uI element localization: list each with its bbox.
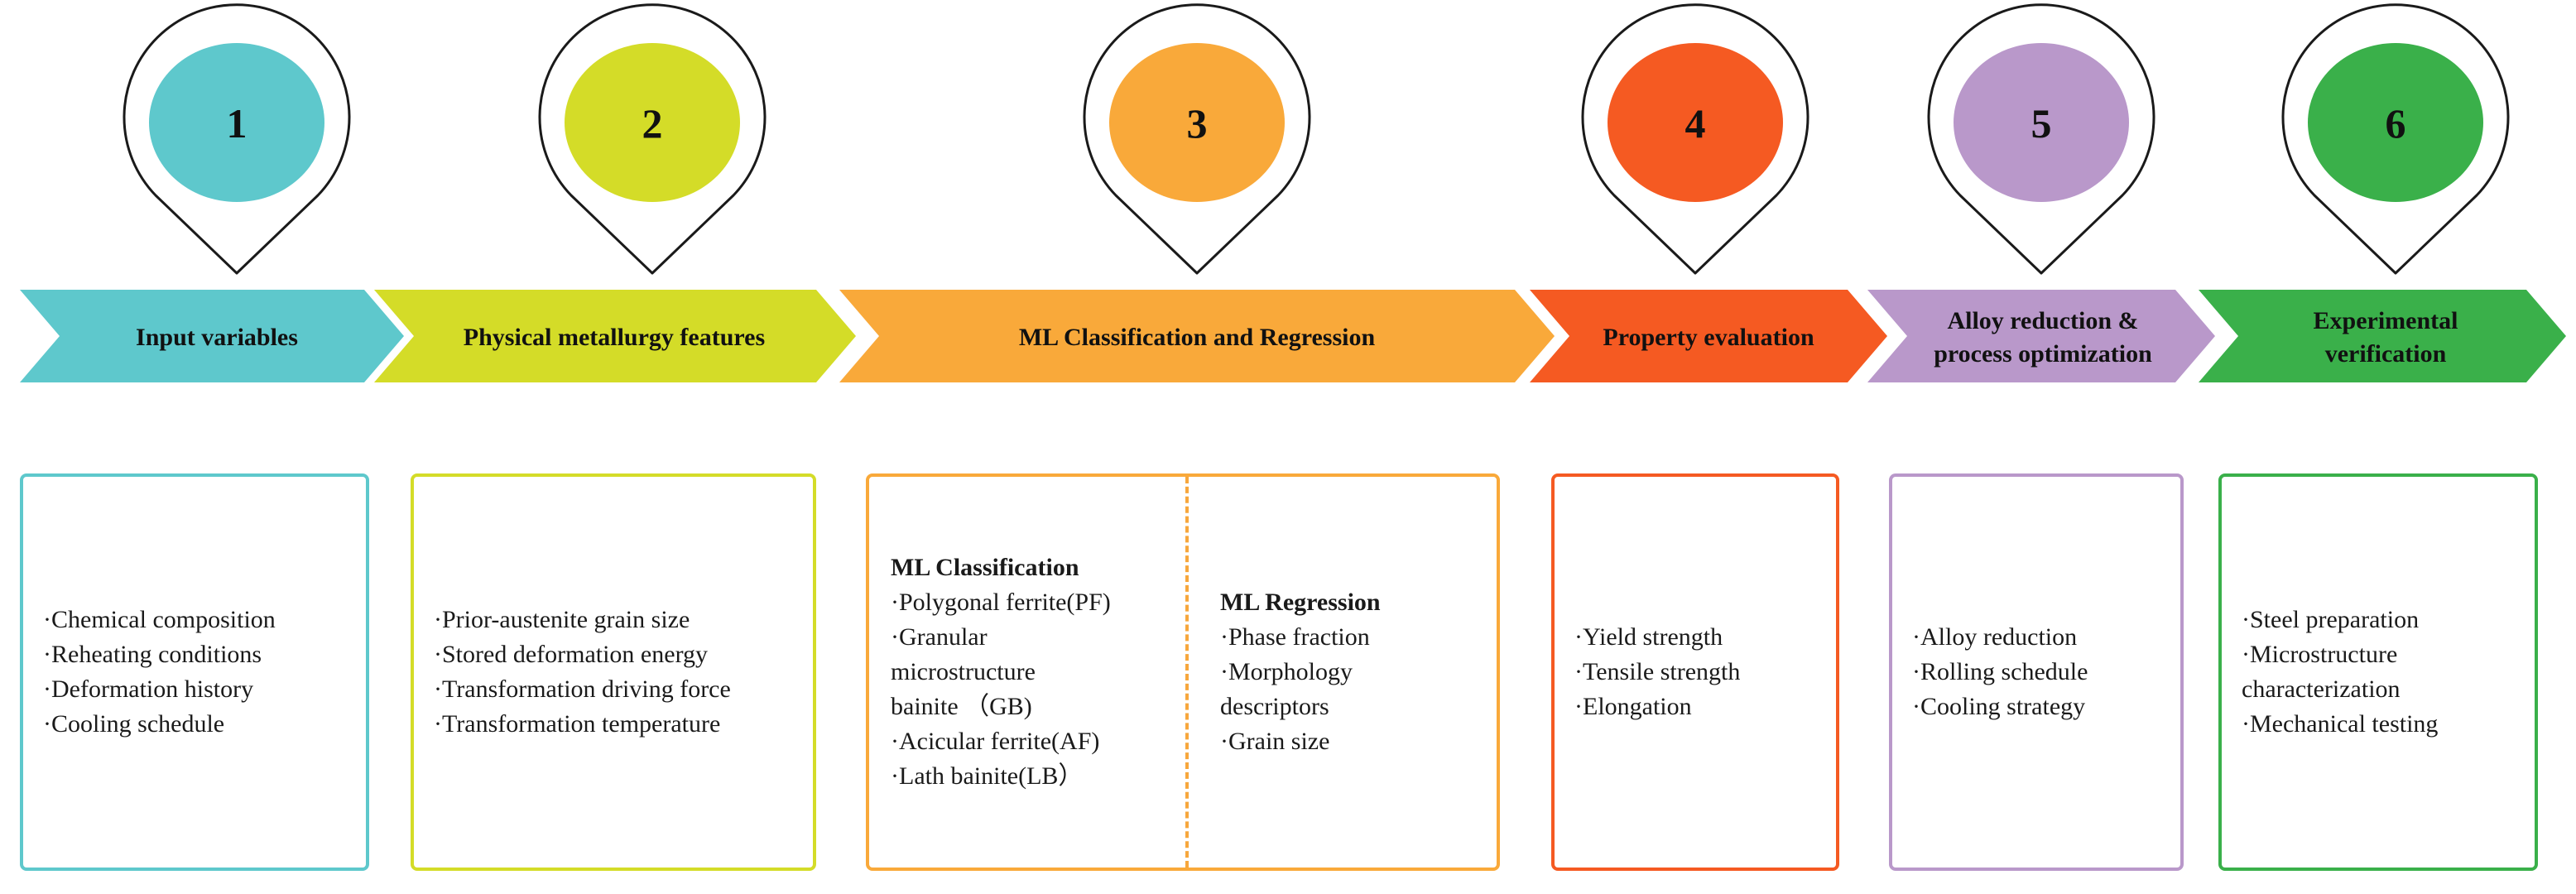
stage-1-box: ·Chemical composition ·Reheating conditi…: [20, 473, 369, 871]
regression-item: ·Grain size: [1220, 728, 1330, 755]
stage-5-item: ·Alloy reduction: [1912, 623, 2078, 651]
ml-regression-column: ML Regression ·Phase fraction ·Morpholog…: [1220, 477, 1485, 868]
stage-6-arrow: [2199, 290, 2566, 382]
stage-1-item: ·Chemical composition: [43, 606, 276, 633]
stage-4-item: ·Tensile strength: [1574, 658, 1741, 685]
classification-item: ·Polygonal ferrite(PF): [891, 589, 1111, 616]
classification-item: microstructure: [891, 658, 1036, 685]
stage-4-arrow-label: Property evaluation: [1603, 324, 1814, 351]
stage-3-number: 3: [1187, 100, 1208, 147]
stage-6-arrow-label: verification: [2325, 340, 2447, 368]
stage-2-item: ·Prior-austenite grain size: [434, 606, 690, 633]
stage-1-number: 1: [227, 100, 248, 147]
ml-classification-column: ML Classification ·Polygonal ferrite(PF)…: [891, 477, 1189, 868]
stage-5-item: ·Cooling strategy: [1912, 693, 2086, 720]
stage-2-arrow-label: Physical metallurgy features: [464, 324, 765, 351]
stage-5-item: ·Rolling schedule: [1912, 658, 2088, 685]
stage-2-number-circle: [565, 43, 740, 202]
dashed-divider: [1185, 477, 1189, 868]
ml-regression-title: ML Regression: [1220, 589, 1381, 616]
classification-item: bainite （GB): [891, 693, 1032, 720]
stage-5-list: ·Alloy reduction ·Rolling schedule ·Cool…: [1912, 477, 2169, 868]
stage-4-item: ·Elongation: [1574, 693, 1692, 720]
stage-6-number: 6: [2386, 100, 2406, 147]
stage-4-item: ·Yield strength: [1574, 623, 1723, 651]
stage-2-item: ·Transformation temperature: [434, 710, 721, 738]
stage-6-list: ·Steel preparation ·Microstructure chara…: [2242, 477, 2523, 868]
stage-6-item: ·Microstructure characterization: [2242, 641, 2401, 703]
stage-6-arrow-label: Experimental: [2314, 307, 2458, 334]
stage-2-arrow: [374, 290, 856, 382]
stage-1-list: ·Chemical composition ·Reheating conditi…: [43, 477, 354, 868]
stage-4-arrow: [1530, 290, 1887, 382]
regression-item: ·Phase fraction: [1220, 623, 1370, 651]
stage-3-arrow: [839, 290, 1555, 382]
stage-5-arrow: [1867, 290, 2215, 382]
stage-6-item: ·Steel preparation: [2242, 606, 2420, 633]
ml-classification-title: ML Classification: [891, 554, 1079, 581]
stage-1-item: ·Deformation history: [43, 675, 254, 703]
stage-1-arrow-label: Input variables: [136, 324, 298, 351]
stage-3-number-circle: [1109, 43, 1285, 202]
stage-6-box: ·Steel preparation ·Microstructure chara…: [2218, 473, 2538, 871]
stage-1-number-circle: [149, 43, 324, 202]
stage-1-item: ·Reheating conditions: [43, 641, 262, 668]
stage-2-box: ·Prior-austenite grain size ·Stored defo…: [411, 473, 816, 871]
stage-3-arrow-label: ML Classification and Regression: [1019, 324, 1376, 351]
stage-6-item: ·Mechanical testing: [2242, 710, 2439, 738]
stage-5-box: ·Alloy reduction ·Rolling schedule ·Cool…: [1889, 473, 2184, 871]
stage-4-box: ·Yield strength ·Tensile strength ·Elong…: [1551, 473, 1839, 871]
classification-item: ·Lath bainite(LB）: [891, 762, 1084, 790]
stage-2-item: ·Transformation driving force: [434, 675, 731, 703]
stage-5-arrow-label: process optimization: [1934, 340, 2152, 368]
stage-1-item: ·Cooling schedule: [43, 710, 225, 738]
stage-5-number: 5: [2031, 100, 2052, 147]
stage-6-number-circle: [2308, 43, 2483, 202]
stage-4-list: ·Yield strength ·Tensile strength ·Elong…: [1574, 477, 1824, 868]
regression-item: ·Morphology descriptors: [1220, 658, 1353, 720]
stage-5-number-circle: [1954, 43, 2129, 202]
stage-4-number-circle: [1608, 43, 1783, 202]
classification-item: ·Acicular ferrite(AF): [891, 728, 1100, 755]
stage-3-box: ML Classification ·Polygonal ferrite(PF)…: [866, 473, 1500, 871]
stage-4-number: 4: [1685, 100, 1706, 147]
stage-5-arrow-label: Alloy reduction &: [1947, 307, 2138, 334]
classification-item: ·Granular: [891, 623, 988, 651]
stage-2-item: ·Stored deformation energy: [434, 641, 709, 668]
stage-2-list: ·Prior-austenite grain size ·Stored defo…: [434, 477, 801, 868]
stage-2-number: 2: [642, 100, 663, 147]
stage-1-arrow: [20, 290, 404, 382]
